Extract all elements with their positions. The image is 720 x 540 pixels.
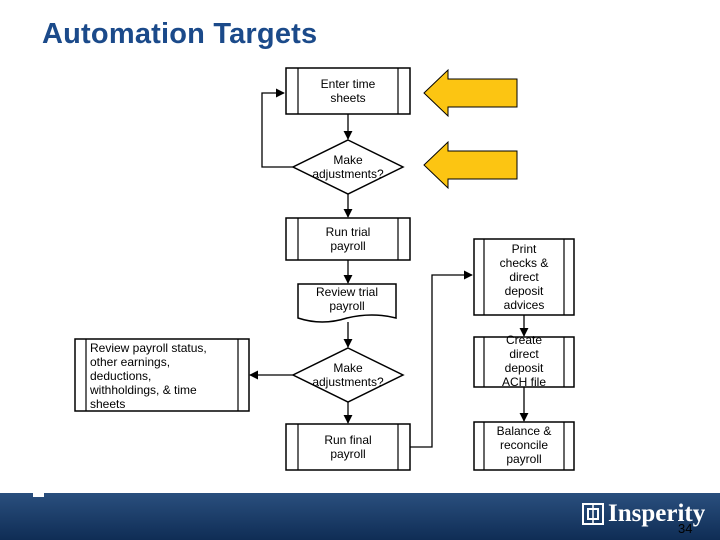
enter-time-line1: Enter time bbox=[321, 77, 376, 91]
enter-time-line2: sheets bbox=[330, 91, 365, 105]
automation-target-arrow-1 bbox=[423, 68, 518, 118]
review-payroll-status-step: Review payroll status,other earnings,ded… bbox=[74, 338, 250, 412]
create-ach-line4: ACH file bbox=[502, 375, 546, 389]
run-trial-line1: Run trial bbox=[326, 225, 371, 239]
balance-line3: payroll bbox=[506, 452, 541, 466]
svg-text:Review payroll status,other ea: Review payroll status,other earnings,ded… bbox=[89, 341, 207, 411]
run-final-line2: payroll bbox=[330, 447, 365, 461]
decision2-line1: Make bbox=[333, 361, 363, 375]
run-trial-line2: payroll bbox=[330, 239, 365, 253]
create-ach-line3: deposit bbox=[505, 361, 544, 375]
insperity-logo-text: Insperity bbox=[608, 500, 706, 527]
insperity-logo-icon bbox=[582, 503, 604, 525]
review-status-line3: deductions, bbox=[90, 369, 151, 383]
review-status-line4: withholdings, & time bbox=[89, 383, 197, 397]
connector-run-final-to-print-checks bbox=[410, 270, 473, 448]
print-checks-line4: deposit bbox=[505, 284, 544, 298]
run-final-line1: Run final bbox=[324, 433, 371, 447]
footer-marker-icon bbox=[33, 488, 44, 497]
flow-connectors bbox=[249, 88, 529, 448]
balance-line2: reconcile bbox=[500, 438, 548, 452]
review-trial-line1: Review trial bbox=[316, 285, 378, 299]
review-status-line1: Review payroll status, bbox=[90, 341, 207, 355]
decision2-line2: adjustments? bbox=[312, 375, 384, 389]
connector-decision1-loop-back bbox=[261, 88, 293, 168]
print-checks-line2: checks & bbox=[500, 256, 549, 270]
decision1-line2: adjustments? bbox=[312, 167, 384, 181]
footer-slide-number: 34 bbox=[32, 480, 47, 495]
print-checks-line1: Print bbox=[512, 242, 537, 256]
automation-target-arrow-2 bbox=[423, 140, 518, 190]
insperity-logo: Insperity bbox=[582, 500, 705, 528]
footer-bar bbox=[0, 493, 720, 540]
create-ach-line1: Create bbox=[506, 333, 542, 347]
print-checks-line5: advices bbox=[504, 298, 545, 312]
print-checks-line3: direct bbox=[509, 270, 539, 284]
decision1-line1: Make bbox=[333, 153, 363, 167]
review-status-line5: sheets bbox=[90, 397, 125, 411]
review-status-line2: other earnings, bbox=[90, 355, 170, 369]
balance-line1: Balance & bbox=[497, 424, 552, 438]
page-number: 34 bbox=[678, 521, 693, 536]
slide-title: Automation Targets bbox=[42, 18, 318, 50]
review-trial-line2: payroll bbox=[329, 299, 364, 313]
create-ach-line2: direct bbox=[509, 347, 539, 361]
